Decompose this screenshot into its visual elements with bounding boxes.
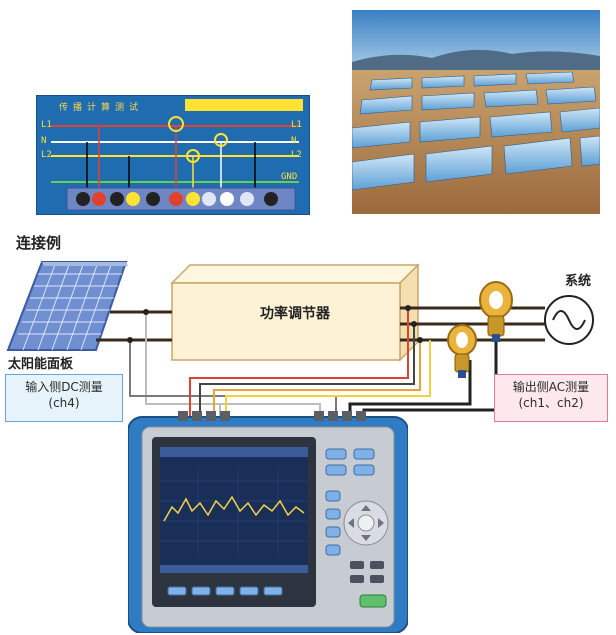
output-ac-line2: (ch1、ch2) — [518, 396, 584, 410]
grid-label: 系统 — [565, 274, 592, 289]
input-dc-line1: 输入侧DC测量 — [25, 380, 103, 394]
solar-panel-label: 太阳能面板 — [8, 357, 74, 372]
clamp-sensor-ch2 — [447, 324, 477, 378]
wiring-label-l1-left: L1 — [41, 120, 52, 130]
output-ac-measurement-callout: 输出侧AC测量 (ch1、ch2) — [494, 374, 608, 422]
wiring-label-n-left: N — [41, 136, 47, 146]
wiring-label-n-right: N — [291, 136, 297, 146]
wiring-diagram-screen: 传播计算测试 — [36, 95, 310, 215]
solar-panel — [6, 261, 128, 351]
power-conditioner-box — [170, 263, 420, 362]
wiring-label-l1-right: L1 — [291, 120, 302, 130]
output-ac-line1: 输出侧AC测量 — [512, 380, 590, 394]
grid-source-symbol — [544, 295, 594, 345]
wiring-label-l2-left: L2 — [41, 150, 52, 160]
input-dc-measurement-callout: 输入侧DC测量 (ch4) — [5, 374, 123, 422]
power-conditioner-label: 功率调节器 — [260, 305, 330, 322]
solar-field-photo — [352, 10, 600, 214]
wiring-lines — [51, 116, 299, 211]
clamp-sensor-ch1 — [479, 281, 513, 342]
wiring-screen-badge — [185, 99, 303, 111]
wiring-screen-title: 传播计算测试 — [59, 103, 144, 113]
connection-example-heading: 连接例 — [16, 234, 62, 252]
wiring-label-gnd: GND — [281, 172, 298, 182]
wiring-label-l2-right: L2 — [291, 150, 302, 160]
input-dc-line2: (ch4) — [48, 396, 80, 410]
power-analyzer-instrument — [128, 411, 408, 633]
